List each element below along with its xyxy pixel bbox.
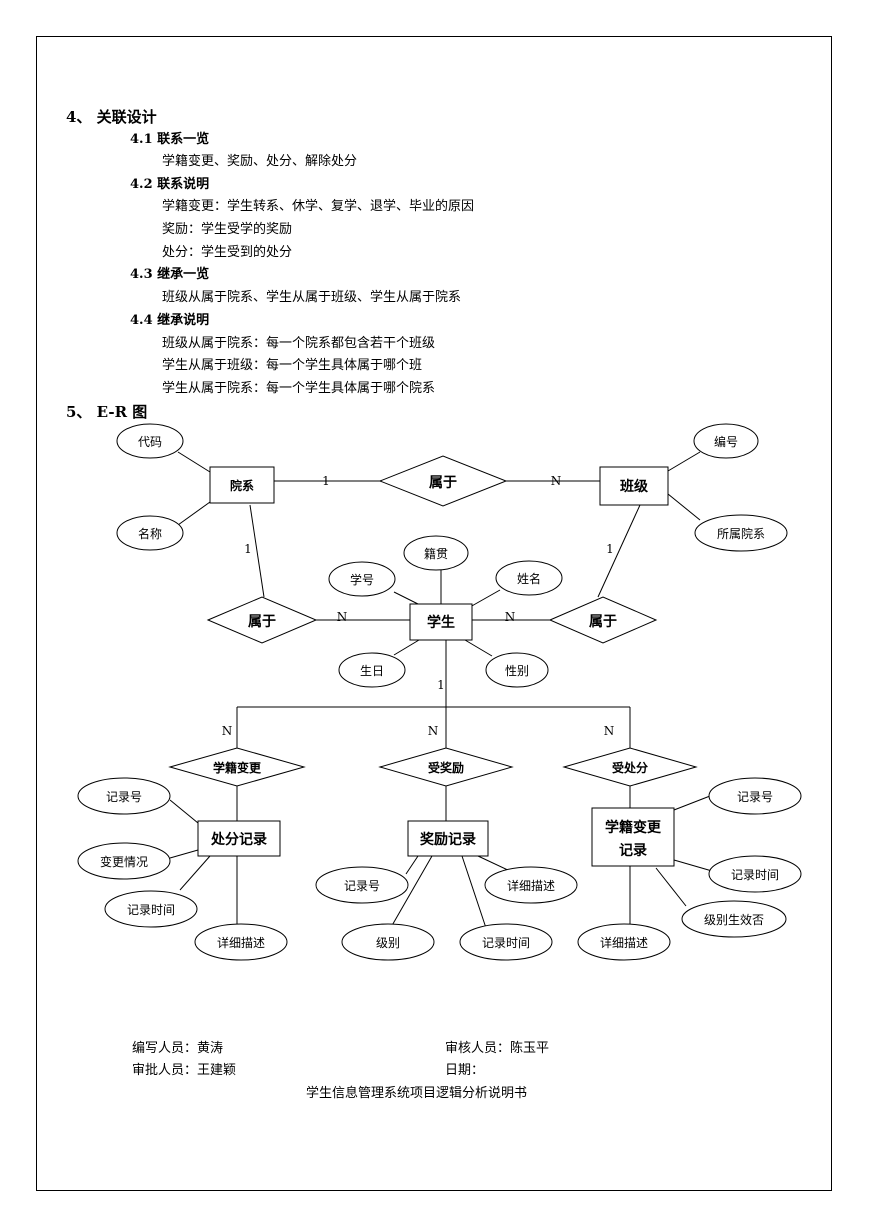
attr-change-recno [708,777,802,815]
entity-change-box [591,807,675,867]
relation-change-label: 学籍变更 [213,760,262,775]
attr-label: 级别 [376,936,400,950]
attr-label: 变更情况 [100,854,148,869]
entity-class-box [599,466,669,506]
cardinality-label: N [337,610,348,624]
entity-punish-box [197,820,281,857]
entity-punish-label: 处分记录 [210,831,267,848]
section-4-4-line: 学生从属于院系：每一个学生具体属于哪个院系 [162,381,436,396]
relation-belong-right [548,596,658,644]
cardinality-label: N [604,724,615,738]
section-4-2-title: 4.2 联系说明 [130,177,210,192]
attr-label: 详细描述 [217,935,265,950]
entity-change-label: 记录 [619,843,647,859]
attr-label: 级别生效否 [704,912,764,927]
cardinality-label: 1 [437,678,445,692]
attr-label: 记录号 [737,790,773,804]
section-4-1-title: 4.1 联系一览 [130,132,210,147]
relation-reward [378,747,514,787]
section-4-1-text: 学籍变更、奖励、处分、解除处分 [162,154,358,169]
attr-class-no [693,423,759,459]
attr-reward-level [341,923,435,961]
attr-change-effect [681,900,787,938]
relation-change [168,747,306,787]
attr-label: 记录号 [344,879,380,893]
attr-student-no [328,561,396,597]
footer-doc-title: 学生信息管理系统项目逻辑分析说明书 [306,1086,528,1101]
attr-punish-change [77,842,171,880]
relation-belong-right-label: 属于 [589,614,617,630]
attr-label: 详细描述 [507,878,555,893]
attr-label: 记录时间 [731,868,779,882]
attr-label: 性别 [505,664,529,678]
entity-reward-label: 奖励记录 [420,831,476,848]
cardinality-label: 1 [606,542,614,556]
attr-change-desc [577,923,671,961]
section-4-4-line: 学生从属于班级：每一个学生具体属于哪个班 [162,358,423,373]
section-4-3-text: 班级从属于院系、学生从属于班级、学生从属于院系 [162,290,462,305]
attr-punish-desc [194,923,288,961]
attr-label: 籍贯 [424,546,448,561]
section-4-title: 4、 关联设计 [66,108,157,126]
attr-label: 生日 [360,664,384,678]
attr-label: 记录号 [106,790,142,804]
footer-approver: 审批人员：王建颖 [132,1063,237,1078]
relation-belong-left [206,596,318,644]
attr-dept-name [116,515,184,551]
footer-author: 编写人员：黄涛 [132,1041,224,1056]
attr-label: 记录时间 [127,903,175,917]
relation-belong-left-label: 属于 [248,614,276,630]
relation-punish [562,747,698,787]
attr-reward-time [459,923,553,961]
attr-label: 记录时间 [482,936,530,950]
cardinality-label: 1 [322,474,330,488]
page-border [36,36,832,1191]
attr-label: 学号 [350,572,374,587]
attr-reward-desc [484,866,578,904]
entity-student-box [409,603,473,641]
section-4-2-line: 处分：学生受到的处分 [162,245,293,260]
entity-class-label: 班级 [620,478,649,495]
section-4-2-line: 奖励：学生受学的奖励 [162,222,293,237]
attr-punish-recno [77,777,171,815]
attr-label: 姓名 [517,571,541,586]
attr-student-origin [403,535,469,571]
relation-punish-label: 受处分 [612,760,648,775]
attr-label: 名称 [138,526,162,541]
entity-dept-box [209,466,275,504]
footer-date: 日期： [445,1063,485,1078]
entity-student-label: 学生 [427,614,455,631]
relation-belong-top-label: 属于 [429,475,457,491]
section-4-3-title: 4.3 继承一览 [130,267,210,282]
attr-change-time [708,855,802,893]
attr-reward-recno [315,866,409,904]
cardinality-label: 1 [244,542,252,556]
entity-change-label: 学籍变更 [605,819,662,836]
entity-reward-box [407,820,489,857]
relation-belong-top [378,455,508,507]
section-4-2-line: 学籍变更：学生转系、休学、复学、退学、毕业的原因 [162,199,475,214]
relation-reward-label: 受奖励 [428,760,464,775]
cardinality-label: N [551,474,562,488]
attr-student-gender [485,652,549,688]
attr-dept-code [116,423,184,459]
attr-label: 编号 [714,434,738,449]
cardinality-label: N [428,724,439,738]
attr-student-birth [338,652,406,688]
section-4-4-title: 4.4 继承说明 [130,313,210,328]
attr-label: 代码 [138,435,162,449]
footer-reviewer: 审核人员：陈玉平 [445,1041,550,1056]
attr-student-name [495,560,563,596]
cardinality-label: N [222,724,233,738]
attr-label: 详细描述 [600,935,648,950]
section-4-4-line: 班级从属于院系：每一个院系都包含若干个班级 [162,336,436,351]
attr-punish-time [104,890,198,928]
attr-class-dept [694,514,788,552]
section-5-title: 5、 E-R 图 [66,403,148,421]
entity-dept-label: 院系 [230,478,254,493]
attr-label: 所属院系 [717,527,765,541]
cardinality-label: N [505,610,516,624]
